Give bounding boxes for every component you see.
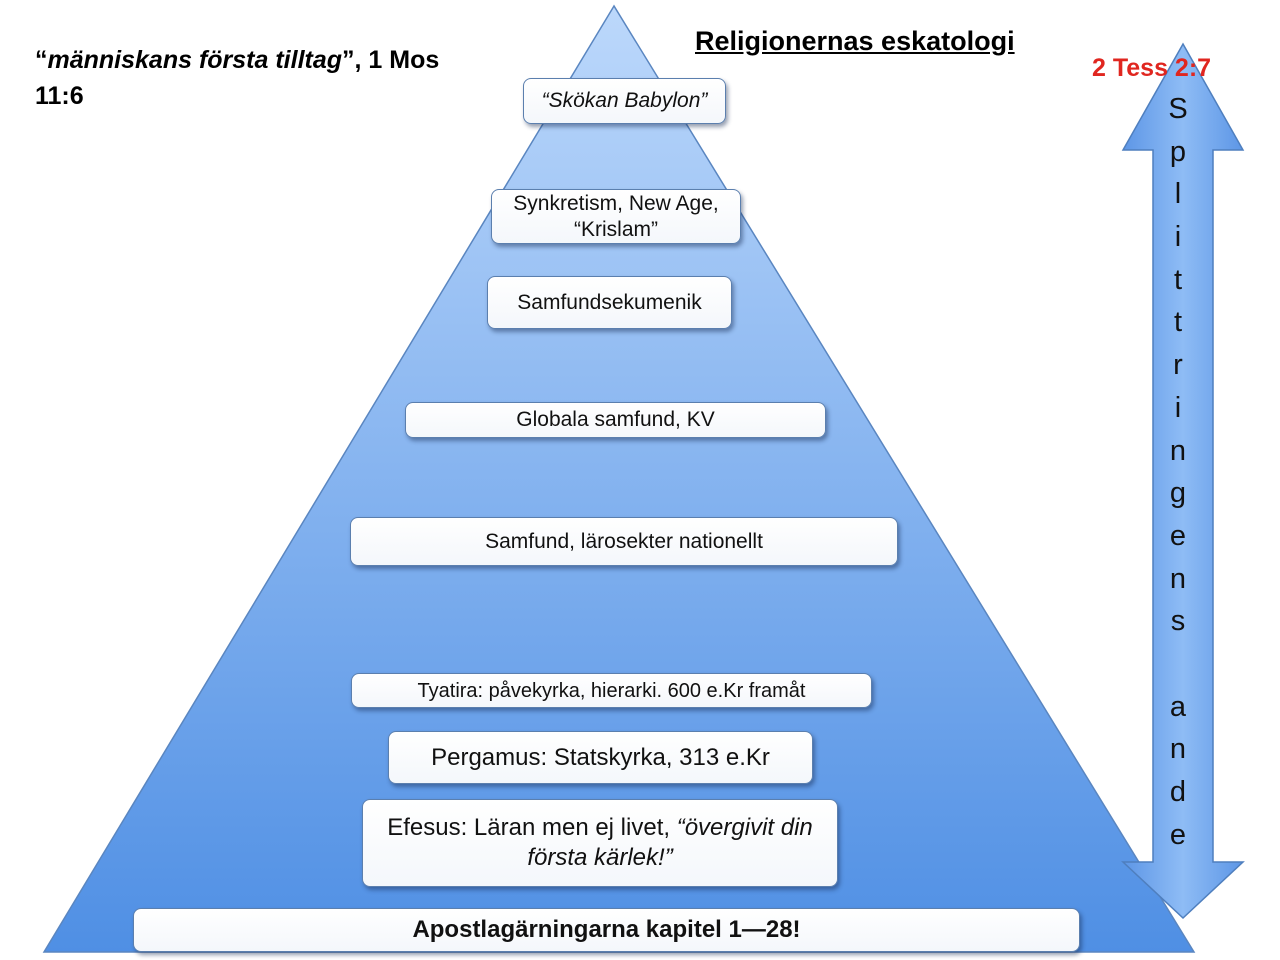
level-skokan: “Skökan Babylon” xyxy=(523,78,726,124)
pyramid xyxy=(42,4,1196,953)
vertical-letter: S xyxy=(1168,93,1188,125)
level-synkretism: Synkretism, New Age, “Krislam” xyxy=(491,189,741,244)
level-pergamus: Pergamus: Statskyrka, 313 e.Kr xyxy=(388,731,813,784)
level-samfund: Samfund, lärosekter nationellt xyxy=(350,517,898,566)
vertical-letter: i xyxy=(1174,221,1182,254)
vertical-letter: e xyxy=(1169,818,1187,851)
level-apostla: Apostlagärningarna kapitel 1—28! xyxy=(133,908,1080,952)
level-samfundsekumenik: Samfundsekumenik xyxy=(487,276,732,329)
vertical-letter xyxy=(1158,643,1198,686)
level-efesus: Efesus: Läran men ej livet, “övergivit d… xyxy=(362,799,838,887)
vertical-letter: d xyxy=(1169,776,1187,808)
vertical-letter: r xyxy=(1173,349,1183,382)
level-globala: Globala samfund, KV xyxy=(405,402,826,438)
double-arrow-icon xyxy=(1121,42,1245,920)
vertical-letter: g xyxy=(1169,477,1187,510)
vertical-letter: a xyxy=(1169,690,1187,723)
vertical-letter: s xyxy=(1170,605,1186,638)
vertical-letter: l xyxy=(1174,178,1182,211)
vertical-letter: n xyxy=(1169,562,1187,595)
vertical-letter: t xyxy=(1173,306,1183,339)
main-title: Religionernas eskatologi xyxy=(695,26,1015,56)
vertical-letter: i xyxy=(1174,391,1182,424)
corner-title: “människans första tilltag”, 1 Mos 11:6 xyxy=(35,46,440,110)
vertical-letter: n xyxy=(1169,733,1187,766)
level-tyatira: Tyatira: påvekyrka, hierarki. 600 e.Kr f… xyxy=(351,673,872,708)
vertical-letter: n xyxy=(1169,434,1187,467)
reference-label: 2 Tess 2:7 xyxy=(1092,54,1212,82)
vertical-letter: t xyxy=(1173,263,1183,296)
vertical-letter: p xyxy=(1169,135,1187,168)
vertical-letter: e xyxy=(1169,519,1187,552)
